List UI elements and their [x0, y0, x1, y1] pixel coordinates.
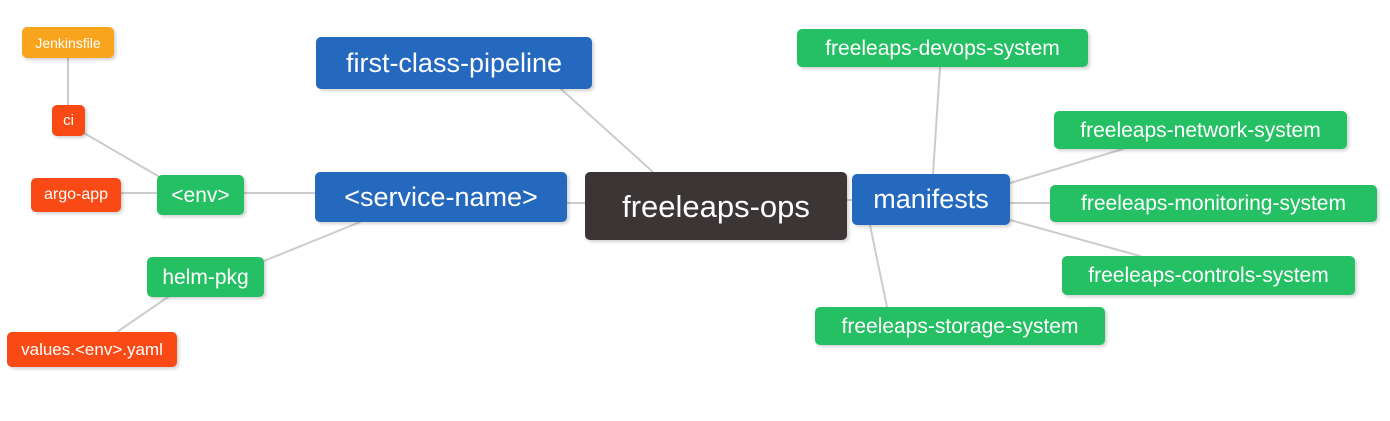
edge-ci--env: [83, 132, 164, 180]
node-env[interactable]: <env>: [157, 175, 244, 215]
node-freeleaps-network-system[interactable]: freeleaps-network-system: [1054, 111, 1347, 149]
edge-manifests--freeleaps-devops-system: [932, 66, 941, 175]
node-argo-app[interactable]: argo-app: [31, 178, 121, 212]
node-freeleaps-controls-system[interactable]: freeleaps-controls-system: [1062, 256, 1355, 295]
edge-helm-pkg--values-env-yaml: [116, 296, 169, 333]
node-freeleaps-storage-system[interactable]: freeleaps-storage-system: [815, 307, 1105, 345]
edge-manifests--freeleaps-network-system: [1009, 148, 1124, 184]
edge-first-class-pipeline--freeleaps-ops: [560, 88, 654, 173]
node-freeleaps-ops-root[interactable]: freeleaps-ops: [585, 172, 847, 240]
edge-manifests--freeleaps-storage-system: [869, 224, 888, 308]
node-first-class-pipeline[interactable]: first-class-pipeline: [316, 37, 592, 89]
node-freeleaps-monitoring-system[interactable]: freeleaps-monitoring-system: [1050, 185, 1377, 222]
edge-manifests--freeleaps-controls-system: [1009, 219, 1141, 257]
node-helm-pkg[interactable]: helm-pkg: [147, 257, 264, 297]
node-service-name[interactable]: <service-name>: [315, 172, 567, 222]
node-manifests[interactable]: manifests: [852, 174, 1010, 225]
node-freeleaps-devops-system[interactable]: freeleaps-devops-system: [797, 29, 1088, 67]
node-values-env-yaml[interactable]: values.<env>.yaml: [7, 332, 177, 367]
node-ci[interactable]: ci: [52, 105, 85, 136]
edge-service-name--helm-pkg: [263, 221, 361, 262]
node-jenkinsfile[interactable]: Jenkinsfile: [22, 27, 114, 58]
